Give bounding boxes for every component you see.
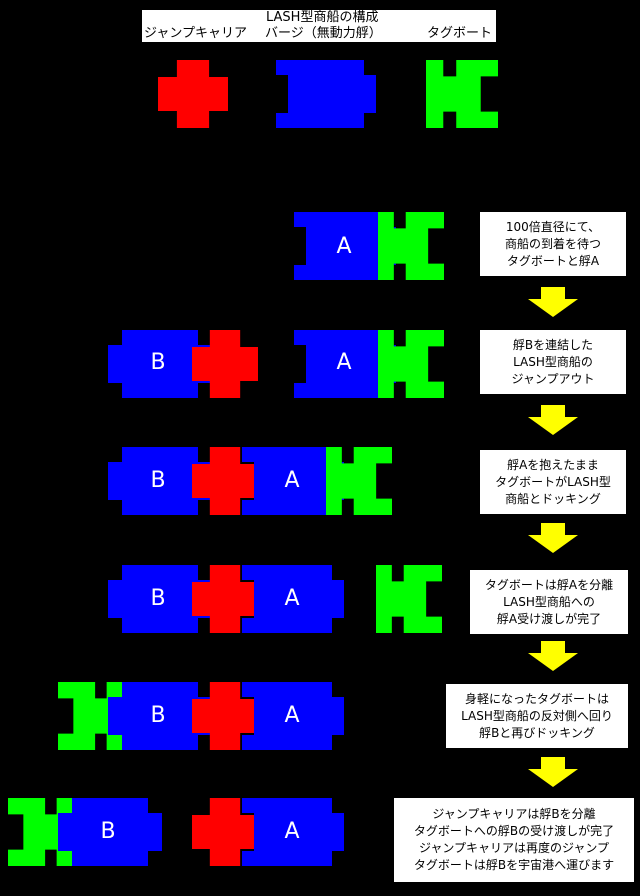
row3-barge-b	[108, 447, 212, 515]
barge-a-label-row-6: A	[284, 819, 300, 844]
row3-tugboat	[326, 447, 392, 515]
legend-barge: バージ（無動力艀）	[265, 26, 382, 41]
step-6-line-3: ジャンプキャリアは再度のジャンプ	[418, 841, 610, 855]
step-6-line-1: ジャンプキャリアは艀Bを分離	[432, 807, 596, 821]
row3-barge-a	[242, 447, 344, 515]
row4-barge-b	[108, 565, 212, 633]
step-1-line-3: タグボートと艀A	[506, 253, 600, 268]
step-3-line-2: タグボートがLASH型	[495, 474, 611, 489]
arrow-step-5-6	[528, 757, 578, 787]
barge-b-label-row-4: B	[150, 586, 166, 611]
row4-jump-carrier	[192, 565, 258, 633]
step-4-line-2: LASH型商船への	[503, 594, 595, 609]
step-2-line-1: 艀Bを連結した	[512, 337, 594, 352]
legend-barge-shape	[276, 60, 376, 128]
row6-jump-carrier	[192, 798, 258, 866]
row2-tugboat	[378, 330, 444, 398]
barge-a-label-row-4: A	[284, 586, 300, 611]
legend-title: LASH型商船の構成	[266, 10, 379, 25]
row2-barge-a	[294, 330, 396, 398]
step-2-line-3: ジャンプアウト	[511, 371, 595, 386]
step-6-line-2: タグボートへの艀Bの受け渡しが完了	[413, 824, 615, 838]
barge-b-label-row-6: B	[100, 819, 116, 844]
arrow-step-3-4	[528, 523, 578, 553]
row4-barge-a	[242, 565, 344, 633]
row3-jump-carrier	[192, 447, 258, 515]
legend-jump-carrier-shape	[158, 60, 228, 128]
step-6-line-4: タグボートは艀Bを宇宙港へ運びます	[413, 858, 615, 872]
step-5-line-2: LASH型商船の反対側へ回り	[461, 708, 613, 723]
step-1-line-1: 100倍直径にて、	[505, 219, 601, 234]
row6-barge-a	[242, 798, 344, 866]
legend-tugboat-shape	[426, 60, 498, 128]
barge-b-label-row-5: B	[150, 703, 166, 728]
step-3-line-1: 艀Aを抱えたまま	[507, 457, 599, 472]
legend-jump-carrier: ジャンプキャリア	[144, 26, 247, 41]
step-1-line-2: 商船の到着を待つ	[504, 236, 601, 251]
step-6-box: ジャンプキャリアは艀Bを分離 タグボートへの艀Bの受け渡しが完了 ジャンプキャリ…	[394, 798, 634, 882]
step-3-line-3: 商船とドッキング	[505, 491, 601, 506]
row4-tugboat	[376, 565, 442, 633]
barge-b-label-row-3: B	[150, 468, 166, 493]
step-3-box: 艀Aを抱えたまま タグボートがLASH型 商船とドッキング	[480, 450, 626, 514]
step-5-line-1: 身軽になったタグボートは	[464, 691, 609, 706]
legend-tugboat: タグボート	[427, 26, 493, 41]
barge-a-label-row-5: A	[284, 703, 300, 728]
row5-barge-a	[242, 682, 344, 750]
step-2-box: 艀Bを連結した LASH型商船の ジャンプアウト	[480, 330, 626, 394]
arrow-step-1-2	[528, 287, 578, 317]
arrow-step-2-3	[528, 405, 578, 435]
row1-tugboat	[378, 212, 444, 280]
barge-a-label-row-3: A	[284, 468, 300, 493]
step-4-box: タグボートは艀Aを分離 LASH型商船への 艀A受け渡しが完了	[470, 570, 628, 634]
row2-barge-b	[108, 330, 212, 398]
barge-b-label-row-2: B	[150, 350, 166, 375]
barge-a-label-row-1: A	[336, 234, 352, 259]
step-5-line-3: 艀Bと再びドッキング	[479, 725, 595, 740]
row2-jump-carrier	[192, 330, 258, 398]
row5-tugboat	[58, 682, 122, 750]
row6-tugboat	[8, 798, 72, 866]
row5-barge-b	[108, 682, 212, 750]
step-2-line-2: LASH型商船の	[513, 354, 593, 369]
step-4-line-1: タグボートは艀Aを分離	[484, 577, 614, 592]
legend-box: LASH型商船の構成 ジャンプキャリア バージ（無動力艀） タグボート	[142, 10, 496, 42]
step-1-box: 100倍直径にて、 商船の到着を待つ タグボートと艀A	[480, 212, 626, 276]
row5-jump-carrier	[192, 682, 258, 750]
row1-barge-a	[294, 212, 396, 280]
arrow-step-4-5	[528, 641, 578, 671]
step-5-box: 身軽になったタグボートは LASH型商船の反対側へ回り 艀Bと再びドッキング	[446, 684, 628, 748]
barge-a-label-row-2: A	[336, 350, 352, 375]
row6-barge-b	[58, 798, 162, 866]
step-4-line-3: 艀A受け渡しが完了	[496, 611, 602, 626]
